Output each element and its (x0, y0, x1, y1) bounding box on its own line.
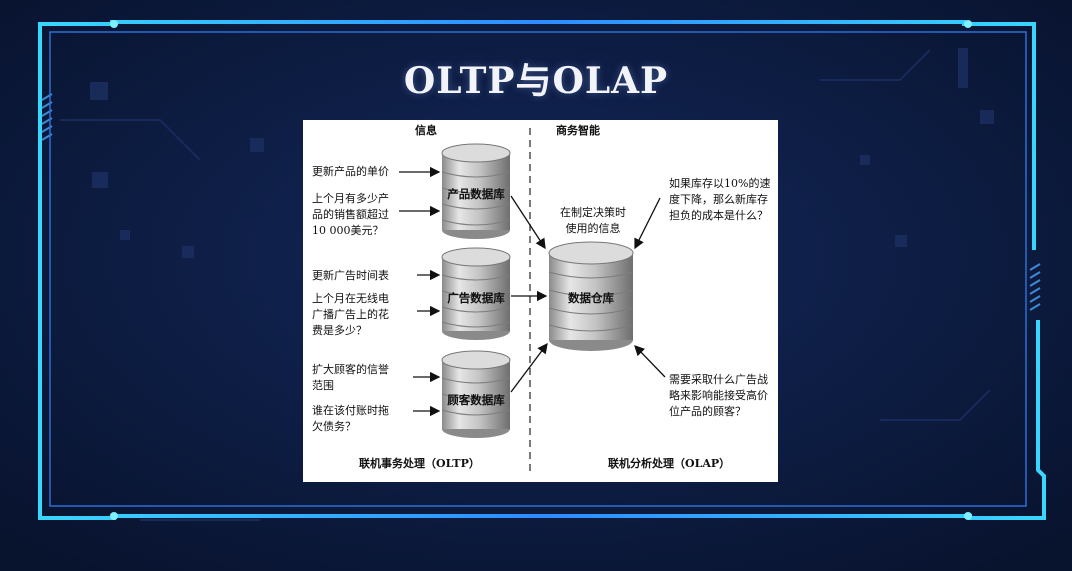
question-line: 更新广告时间表 (312, 269, 389, 282)
product-database-cylinder (441, 143, 511, 239)
question-line: 费是多少？ (312, 324, 367, 337)
slide-title: OLTP与OLAP (403, 60, 669, 102)
stripe-decoration-right (1029, 263, 1041, 311)
ad-database-label: 广告数据库 (447, 291, 505, 305)
bi-question-ad-strategy: 需要采取什么广告战 略来影响能接受高价 位产品的顾客？ (669, 372, 768, 420)
question-line: 需要采取什么广告战 (669, 373, 768, 386)
circuit-decoration (90, 48, 994, 258)
oltp-olap-diagram (399, 128, 666, 475)
warehouse-note: 在制定决策时 使用的信息 (555, 205, 631, 237)
customer-database-label: 顾客数据库 (447, 393, 505, 407)
warehouse-arrows (510, 195, 666, 393)
input-arrows (399, 166, 441, 417)
question-line: 担负的成本是什么？ (669, 209, 768, 222)
bi-question-inventory: 如果库存以10%的速 度下降，那么新库存 担负的成本是什么？ (669, 176, 770, 224)
question-line: 欠债务？ (312, 420, 356, 433)
frame-outer (38, 20, 1046, 520)
right-header: 商务智能 (556, 124, 600, 137)
question-line: 上个月在无线电 (312, 292, 389, 305)
question-sales-over-10000: 上个月有多少产 品的销售额超过 10 000美元？ (312, 191, 389, 239)
question-line: 谁在该付账时拖 (312, 404, 389, 417)
question-line: 度下降，那么新库存 (669, 193, 768, 206)
circuit-lines (60, 49, 991, 521)
frame-inner (49, 31, 1027, 507)
warehouse-cylinder (548, 241, 634, 351)
question-line: 品的销售额超过 (312, 208, 389, 221)
left-header: 信息 (415, 124, 437, 137)
warehouse-label: 数据仓库 (568, 291, 614, 305)
question-line: 范围 (312, 379, 334, 392)
diagram-panel: 信息 商务智能 产品数据库 广告数据库 顾客数据库 数据仓库 更新产品的单价 上… (303, 120, 778, 482)
question-update-ad-schedule: 更新广告时间表 (312, 268, 389, 284)
question-overdue-debt: 谁在该付账时拖 欠债务？ (312, 403, 389, 435)
left-footer: 联机事务处理（OLTP） (359, 457, 480, 470)
slide-frame (38, 20, 1046, 520)
question-line: 扩大顾客的信誉 (312, 363, 389, 376)
question-line: 如果库存以10%的速 (669, 177, 771, 190)
right-footer: 联机分析处理（OLAP） (608, 457, 731, 470)
question-line: 略来影响能接受高价 (669, 389, 768, 402)
question-line: 10 000美元？ (312, 224, 384, 237)
note-line: 使用的信息 (565, 222, 621, 235)
question-update-price: 更新产品的单价 (312, 164, 389, 180)
ad-database-cylinder (441, 247, 511, 340)
note-line: 在制定决策时 (560, 206, 626, 219)
question-radio-ad-spend: 上个月在无线电 广播广告上的花 费是多少？ (312, 291, 389, 339)
question-line: 位产品的顾客？ (669, 405, 746, 418)
frame-corner-dots (110, 20, 972, 520)
question-line: 更新产品的单价 (312, 165, 389, 178)
product-database-label: 产品数据库 (447, 187, 505, 201)
question-line: 广播广告上的花 (312, 308, 389, 321)
customer-database-cylinder (441, 350, 511, 438)
question-extend-credit: 扩大顾客的信誉 范围 (312, 362, 389, 394)
question-line: 上个月有多少产 (312, 192, 389, 205)
